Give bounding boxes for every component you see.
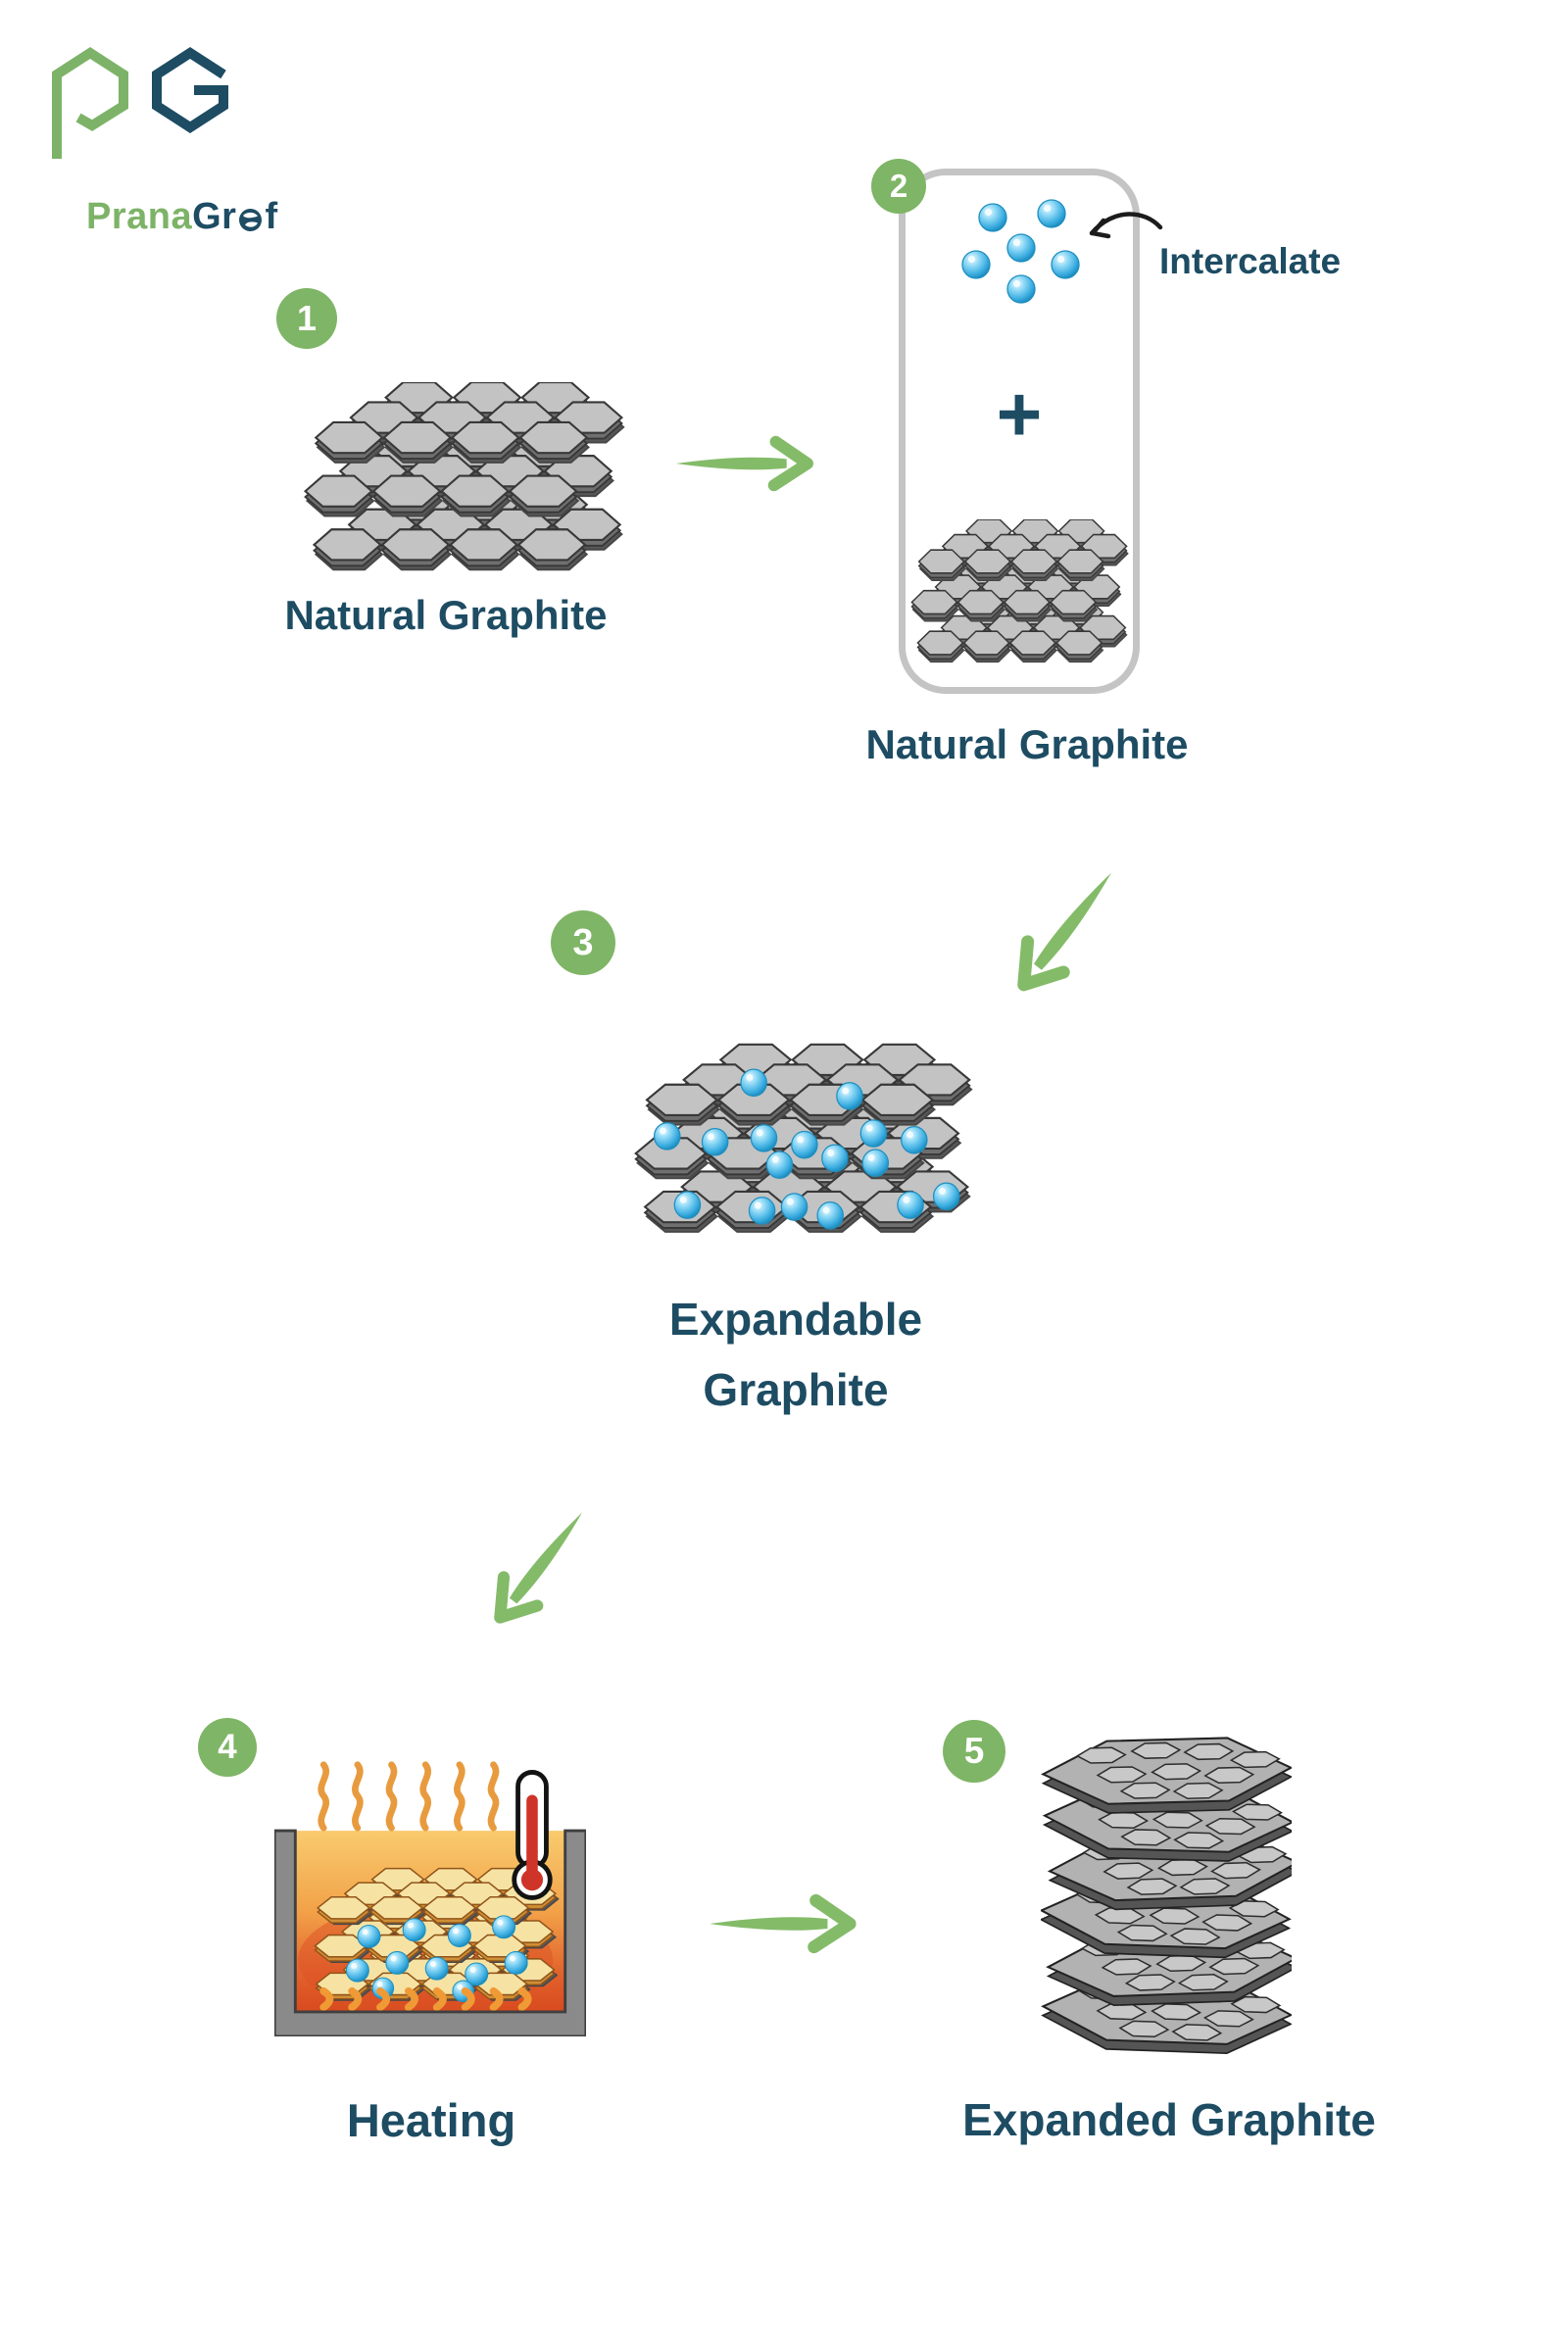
step-3-badge: 3 (551, 910, 615, 975)
intercalate-pointer-arrow-icon (1089, 212, 1163, 239)
step-5-label: Expanded Graphite (962, 2094, 1376, 2145)
natural-graphite-illustration (302, 382, 625, 578)
step-2-number: 2 (889, 168, 908, 204)
step-5-number: 5 (963, 1731, 985, 1771)
thermometer-icon (512, 1769, 553, 1900)
globe-icon (237, 207, 264, 233)
step-3-label-line2: Graphite (703, 1364, 889, 1415)
expandable-graphite-illustration (632, 1037, 973, 1266)
step-2-badge: 2 (871, 159, 926, 214)
intercalant-spheres-illustration (961, 199, 1080, 304)
step-4-label: Heating (346, 2094, 516, 2146)
step-5-badge: 5 (943, 1720, 1005, 1783)
expanded-graphite-illustration (1041, 1735, 1292, 2062)
heating-furnace-illustration (274, 1761, 586, 2036)
step-4-number: 4 (218, 1728, 237, 1766)
arrow-step1-to-step2-icon (674, 431, 819, 496)
step-2-label: Natural Graphite (865, 721, 1189, 767)
step-4-badge: 4 (198, 1718, 257, 1777)
arrow-step3-to-step4-icon (467, 1492, 609, 1647)
intercalate-label: Intercalate (1159, 241, 1342, 281)
arrow-step4-to-step5-icon (708, 1891, 862, 1956)
arrow-step2-to-step3-icon (991, 852, 1139, 1015)
step-3-label-line1: Expandable (668, 1294, 923, 1345)
step-1-label: Natural Graphite (284, 592, 608, 638)
plus-sign: + (996, 370, 1043, 458)
logo-hexagons-icon (52, 47, 228, 159)
logo-text-graf-pre: Gr (192, 196, 237, 237)
natural-graphite-in-container-illustration (909, 519, 1129, 668)
step-1-number: 1 (296, 298, 318, 338)
step-1-badge: 1 (276, 288, 337, 349)
logo-text-graf-post: f (265, 196, 278, 237)
step-3-number: 3 (572, 921, 594, 963)
logo-text-prana: Prana (86, 196, 193, 237)
step-3-label: Expandable Graphite (600, 1284, 992, 1425)
